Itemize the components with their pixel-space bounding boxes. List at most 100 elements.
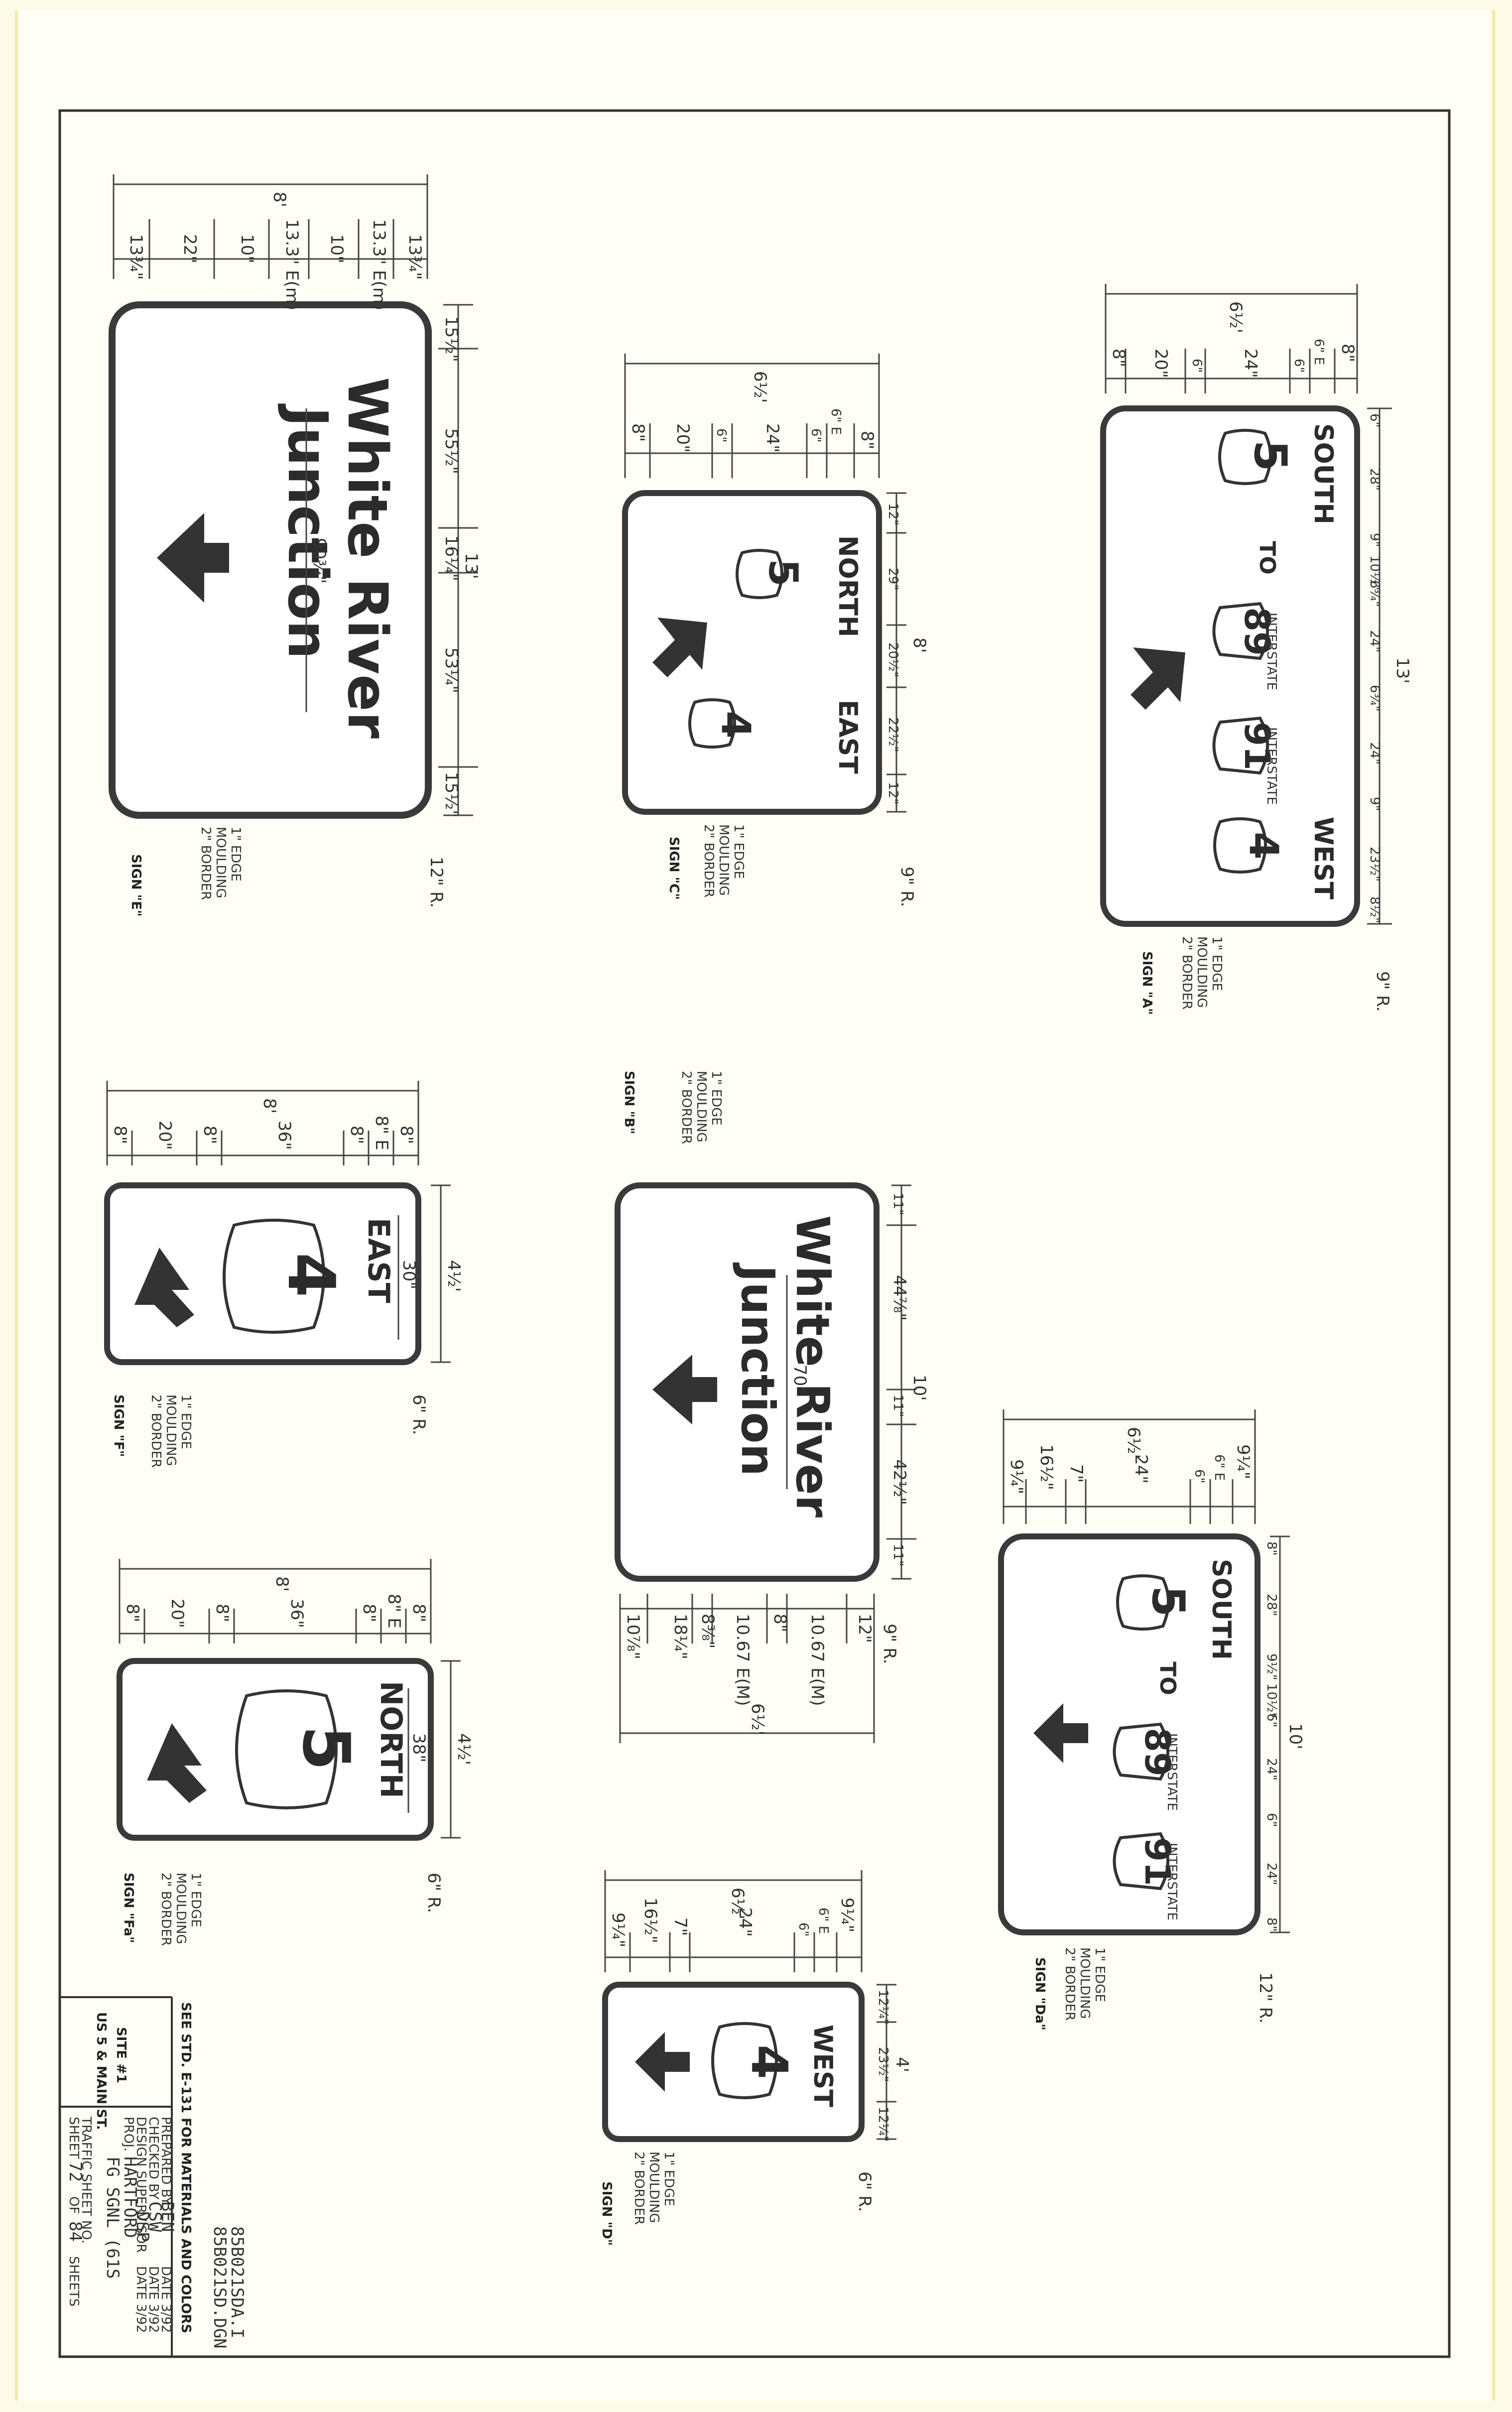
- sign-da-interstate1: INTERSTATE: [1164, 1733, 1179, 1811]
- date-2: DATE 3/92: [146, 2266, 161, 2333]
- date-1: DATE 3/92: [158, 2266, 173, 2333]
- sign-f-dim-w: 8': [259, 1098, 279, 1114]
- sheet-number: 72: [65, 2161, 85, 2182]
- sign-a-dim-r: 23½": [1367, 847, 1382, 882]
- sign-a-to: TO: [1255, 541, 1280, 574]
- sign-da-shield2-icon: [1113, 1722, 1169, 1781]
- site-location: US 5 & MAIN ST.: [94, 2012, 109, 2130]
- sign-fa-dim-w: 8': [272, 1576, 292, 1592]
- sign-fa-dim-h: 4½': [454, 1733, 474, 1765]
- sign-f-dim-i: 30": [399, 1260, 419, 1289]
- sign-e-label: SIGN "E": [128, 854, 143, 916]
- sign-b-label: SIGN "B": [622, 1071, 636, 1134]
- sign-c-dim-g: 8": [857, 431, 877, 449]
- sign-e-dim-l: 53¼": [441, 647, 461, 693]
- sign-c-right-dir: EAST: [833, 700, 863, 774]
- sign-a-radius: 9" R.: [1373, 971, 1392, 1012]
- checked-by-value: CSW: [145, 2201, 165, 2232]
- sign-c-dim-m: 12": [885, 782, 900, 804]
- sign-b-note3: 2" BORDER: [679, 1071, 694, 1144]
- sign-e-line2: Junction: [276, 403, 340, 659]
- sign-a-dim-s: 8½": [1367, 896, 1382, 923]
- sign-a-note3: 2" BORDER: [1179, 936, 1194, 1010]
- sign-fa-dim-a: 8": [123, 1604, 142, 1622]
- sign-a-shield2-icon: [1212, 602, 1269, 660]
- sign-a-dim-q: 9": [1367, 797, 1382, 811]
- sign-da-shield1: 5: [1142, 1586, 1194, 1617]
- sign-a-dim-b: 20": [1151, 349, 1171, 378]
- sign-da-dim-c: 7": [1066, 1464, 1086, 1483]
- sign-f-note3: 2" BORDER: [148, 1395, 163, 1468]
- project-value: HARTFORD: [120, 2157, 140, 2238]
- sign-c-dim-d: 24": [762, 423, 782, 453]
- sign-b-arrow-icon: [652, 1355, 717, 1424]
- sign-e-dim-i: 15½": [441, 316, 461, 362]
- sign-d-dim-i: 12¼": [876, 1990, 890, 2025]
- sign-a-dir1: SOUTH: [1308, 423, 1338, 524]
- sign-e-dim-f: 13.3" E(m): [369, 219, 389, 310]
- sign-da-dim-d: 24": [1131, 1454, 1151, 1484]
- traffic-sheet-label: TRAFFIC SHEET NO.: [79, 2116, 94, 2244]
- sign-a-dim-i: 6": [1367, 413, 1382, 428]
- sign-d-dir: WEST: [808, 2025, 838, 2107]
- sign-e-dim-k: 16¼": [441, 535, 461, 581]
- sign-b-dim-f: 6½': [748, 1703, 767, 1735]
- sign-a: SOUTH WEST 5 TO 89 INTERSTATE 91 INTERST…: [1100, 284, 1412, 1015]
- sign-f-note2: MOULDING: [163, 1395, 178, 1466]
- sign-d-dim-h: 4': [892, 2057, 912, 2072]
- sign-c-left-dir: NORTH: [833, 535, 863, 637]
- sign-da-label: SIGN "Da": [1032, 1957, 1047, 2031]
- sign-a-dim-g: 8": [1338, 344, 1358, 362]
- sign-c-dim-f: 6" E: [828, 408, 843, 435]
- sign-e-line1: White River: [336, 377, 399, 739]
- sign-fa-dim-b: 20": [167, 1599, 187, 1628]
- sign-c-dim-l: 22½": [885, 717, 900, 752]
- sign-d-dim-e: 6": [796, 1922, 811, 1937]
- sign-c-dim-w: 6½': [750, 371, 770, 403]
- sign-fa-dim-g: 8": [409, 1604, 429, 1622]
- sign-e-dim-j: 55½": [441, 428, 461, 474]
- sign-c-dim-h: 8': [909, 637, 929, 653]
- sign-f-label: SIGN "F": [111, 1395, 126, 1457]
- project-label: PROJ.: [121, 2117, 136, 2152]
- sign-da-dim-q: 8": [1264, 1917, 1279, 1932]
- sign-d: WEST 4 6½' 9¼" 16½" 7" 24" 6" 6" E 9¼" 4…: [599, 1870, 912, 2246]
- sign-c-shield-right: 4: [713, 711, 759, 739]
- sign-fa-shield-icon: [235, 1689, 338, 1809]
- sign-e: White River Junction 8' 13¾" 22" 10" 13.…: [109, 174, 481, 916]
- sign-d-dim-a: 9¼": [608, 1912, 628, 1947]
- sign-a-dim-m: 6¾": [1367, 580, 1382, 607]
- sign-b-radius: 9" R.: [880, 1624, 899, 1664]
- sign-f-dim-g: 8": [396, 1126, 416, 1144]
- sign-e-note2: MOULDING: [213, 827, 228, 898]
- sign-f-arrow-icon: [134, 1248, 194, 1327]
- sign-e-note3: 2" BORDER: [198, 827, 213, 900]
- sign-da-dim-i: 8": [1264, 1541, 1279, 1556]
- sign-fa: NORTH 5 8' 8" 20" 8" 36" 8" 8" E 8" 4½' …: [117, 1559, 474, 1946]
- sign-c-dim-i: 12": [885, 503, 900, 525]
- sign-fa-dim-d: 36": [287, 1599, 307, 1628]
- sign-f-dim-h: 4½': [444, 1260, 464, 1292]
- sign-f-dim-c: 8": [200, 1126, 220, 1144]
- sign-f-shield-icon: [223, 1219, 325, 1334]
- sign-c-shield-right-icon: [688, 698, 736, 749]
- sign-fa-dir: NORTH: [374, 1681, 408, 1798]
- see-std-note: SEE STD. E-131 FOR MATERIALS AND COLORS: [178, 2002, 193, 2333]
- sign-d-shield-icon: [711, 2022, 778, 2099]
- sign-f-dim-b: 20": [155, 1121, 175, 1150]
- sign-e-dim-a: 13¾": [126, 234, 146, 280]
- sign-a-shield4: 4: [1241, 832, 1287, 860]
- sign-a-dim-l: 10½": [1367, 555, 1382, 590]
- sign-f: EAST 4 8' 8" 20" 8" 36" 8" 8" E 8" 4½' 3…: [104, 1081, 464, 1468]
- prepared-by-label: PREPARED BY: [158, 2117, 173, 2205]
- sign-da-dim-g: 9¼": [1233, 1444, 1253, 1479]
- sign-da-dim-j: 28": [1264, 1594, 1279, 1616]
- sign-da-note2: MOULDING: [1077, 1947, 1092, 2019]
- sheet-total: 84: [65, 2221, 85, 2242]
- sign-e-panel: [109, 301, 432, 819]
- sign-a-dim-d: 24": [1241, 349, 1260, 378]
- sign-c-dim-a: 8": [628, 423, 648, 442]
- sign-c-dim-e: 6": [808, 428, 823, 443]
